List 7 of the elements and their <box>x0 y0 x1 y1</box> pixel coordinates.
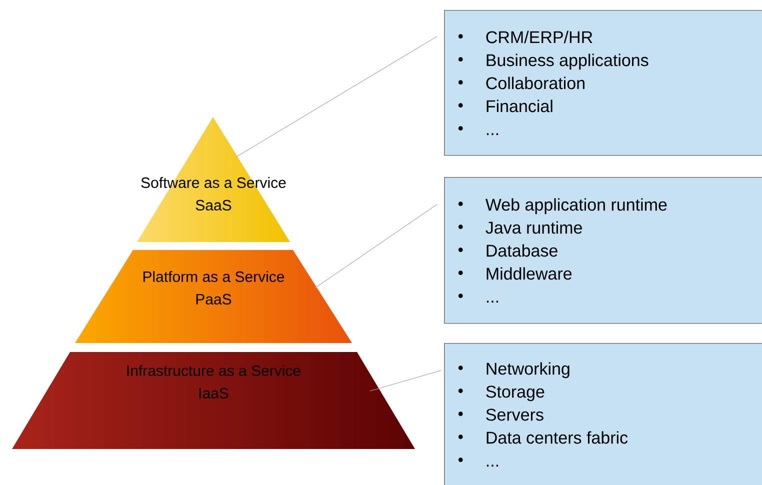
leader-line <box>236 36 438 158</box>
pyramid-layer: Platform as a Service PaaS <box>143 271 284 305</box>
list-box: Networking Storage Servers Data centers fabric ... <box>444 343 762 485</box>
list-box: CRM/ERP/HR Business applications Collaboration Financial ... <box>444 10 762 156</box>
pyramid-layer: Infrastructure as a Service IaaS <box>127 365 300 399</box>
leader-line <box>314 204 438 288</box>
list-box: Web application runtime Java runtime Database Middleware ... <box>444 177 762 324</box>
